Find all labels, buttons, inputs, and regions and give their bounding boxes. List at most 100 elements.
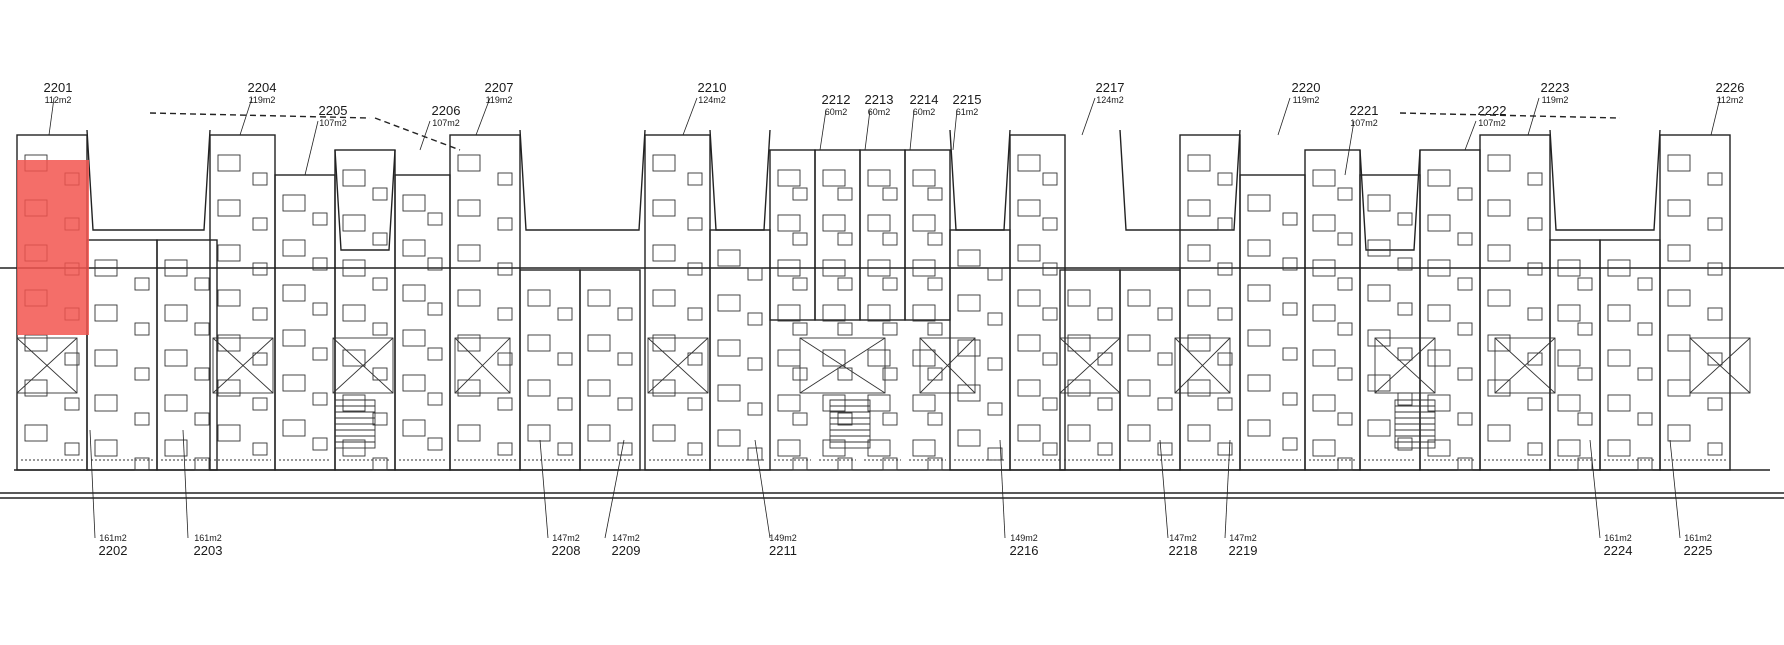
furniture [822,349,846,367]
furniture [134,367,150,381]
terrace-void [519,129,646,231]
highlighted-unit-2201[interactable] [17,160,89,335]
furniture [777,259,801,277]
unit-number-label[interactable]: 2224 [1604,543,1633,558]
furniture [1557,259,1581,277]
unit-number-label[interactable]: 2223 [1541,80,1570,95]
furniture [1312,349,1336,367]
furniture [587,289,611,307]
terrace-void [949,129,1011,231]
furniture [94,394,118,412]
furniture [822,214,846,232]
furniture [457,289,481,307]
furniture [652,334,676,352]
leader-line [419,120,431,151]
furniture [687,397,703,411]
unit-number-label[interactable]: 2219 [1229,543,1258,558]
furniture [1667,199,1691,217]
furniture [427,212,443,226]
furniture [652,379,676,397]
furniture [24,424,48,442]
unit-number-label[interactable]: 2221 [1350,103,1379,118]
furniture [1312,259,1336,277]
furniture [652,424,676,442]
furniture [402,329,426,347]
furniture [1367,284,1391,302]
unit-number-label[interactable]: 2213 [865,92,894,107]
unit-block [156,239,218,471]
furniture [867,349,891,367]
furniture [64,397,80,411]
unit-number-label[interactable]: 2217 [1096,80,1125,95]
unit-area-label: 161m2 [1684,533,1712,543]
furniture [497,262,513,276]
unit-number-label[interactable]: 2212 [822,92,851,107]
unit-number-label[interactable]: 2206 [432,103,461,118]
furniture [652,199,676,217]
unit-number-label[interactable]: 2220 [1292,80,1321,95]
unit-number-label[interactable]: 2210 [698,80,727,95]
furniture [1312,394,1336,412]
furniture [1337,277,1353,291]
furniture [1017,244,1041,262]
furniture [1667,244,1691,262]
furniture [1427,304,1451,322]
stair-core [334,399,376,449]
furniture [1527,172,1543,186]
unit-number-label[interactable]: 2211 [769,543,797,558]
furniture [64,352,80,366]
furniture [1127,334,1151,352]
unit-number-label[interactable]: 2214 [910,92,939,107]
furniture [747,267,763,281]
unit-number-label[interactable]: 2204 [248,80,277,95]
furniture [867,439,891,457]
furniture [252,307,268,321]
furniture [24,379,48,397]
unit-number-label[interactable]: 2222 [1478,103,1507,118]
furniture [342,349,366,367]
unit-number-label[interactable]: 2226 [1716,80,1745,95]
terrace-void [1549,129,1661,231]
furniture [427,392,443,406]
furniture [194,457,210,471]
furniture [282,284,306,302]
furniture [882,187,898,201]
unit-number-label[interactable]: 2208 [552,543,581,558]
leader-line [864,109,871,151]
furniture [1217,217,1233,231]
furniture [957,294,981,312]
furniture [1217,262,1233,276]
leader-line [604,439,625,539]
core-cross [1174,337,1231,394]
unit-area-label: 161m2 [1604,533,1632,543]
unit-number-label[interactable]: 2205 [319,103,348,118]
core-shaft [212,337,274,394]
core-cross [1374,337,1436,394]
unit-number-label[interactable]: 2218 [1169,543,1198,558]
furniture [497,217,513,231]
unit-number-label[interactable]: 2215 [953,92,982,107]
unit-number-label[interactable]: 2209 [612,543,641,558]
furniture [372,457,388,471]
furniture [1042,442,1058,456]
unit-number-label[interactable]: 2201 [44,80,73,95]
unit-number-label[interactable]: 2202 [99,543,128,558]
furniture [1487,154,1511,172]
furniture [402,419,426,437]
furniture [1187,334,1211,352]
furniture [457,379,481,397]
furniture [527,334,551,352]
furniture [1067,424,1091,442]
furniture [792,187,808,201]
unit-number-label[interactable]: 2203 [194,543,223,558]
furniture [1577,457,1593,471]
furniture [1607,259,1631,277]
unit-number-label[interactable]: 2216 [1010,543,1039,558]
unit-number-label[interactable]: 2207 [485,80,514,95]
unit-number-label[interactable]: 2225 [1684,543,1713,558]
leader-line [1527,97,1540,136]
furniture [1157,352,1173,366]
furniture [1527,352,1543,366]
furniture [282,374,306,392]
furniture [527,424,551,442]
